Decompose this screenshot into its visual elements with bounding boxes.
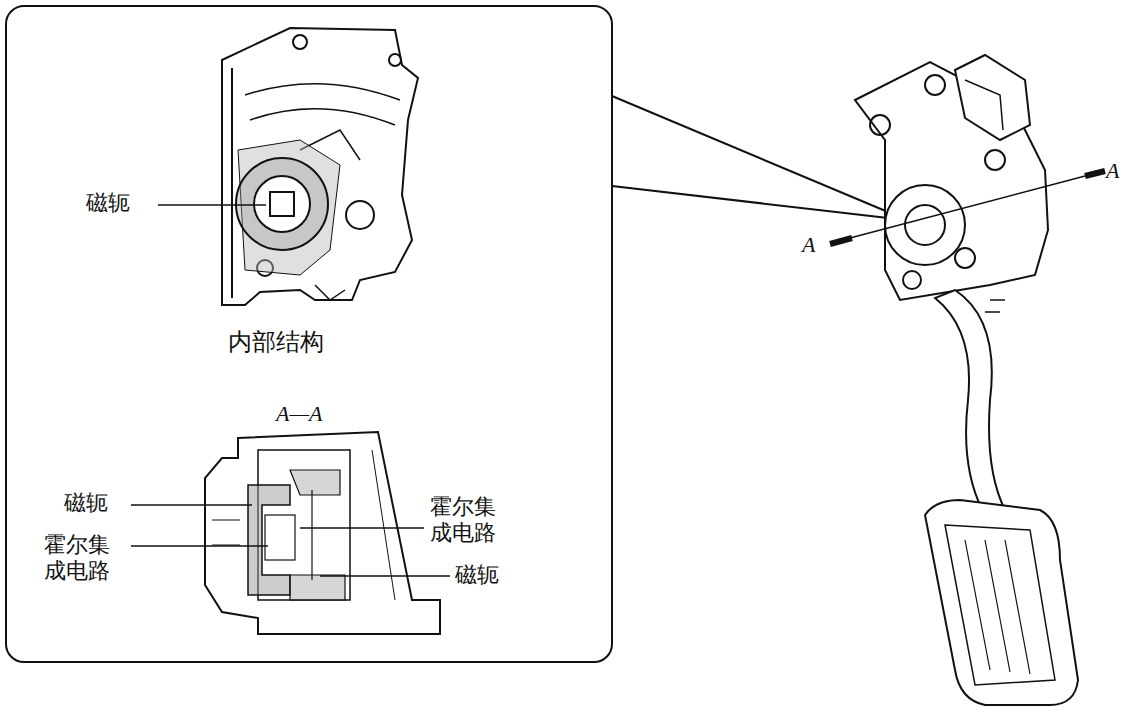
part-label: 霍尔集 成电路 (430, 494, 498, 547)
leader-line (158, 204, 266, 206)
part-label: A (1106, 158, 1119, 184)
leader-line (320, 575, 450, 577)
part-label: 磁轭 (455, 562, 499, 588)
part-label: A (802, 232, 815, 258)
section-mark (830, 238, 852, 244)
part-label: 磁轭 (64, 490, 108, 516)
leader-line (131, 545, 268, 547)
accelerator-pedal (855, 55, 1078, 705)
section-line (850, 176, 1085, 238)
section-mark (1085, 171, 1105, 176)
zoom-line (612, 186, 888, 218)
internal-structure (222, 28, 418, 305)
part-label: 磁轭 (86, 190, 130, 216)
part-label: 内部结构 (228, 328, 324, 357)
inset-panel (6, 6, 612, 662)
leader-line (300, 527, 424, 529)
part-label: 霍尔集 成电路 (44, 532, 112, 585)
section-view (205, 432, 440, 634)
part-label: A—A (276, 401, 322, 427)
zoom-line (612, 96, 888, 212)
leader-line (131, 504, 252, 506)
